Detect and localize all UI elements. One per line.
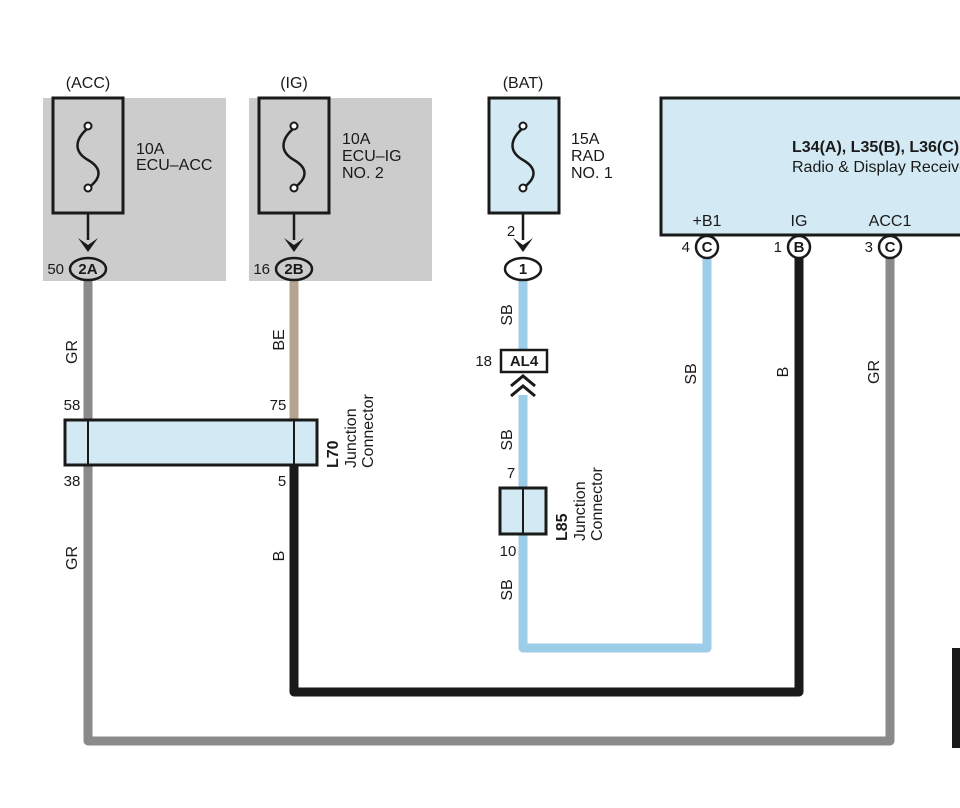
l70-pin-75: 75 [270, 397, 287, 414]
terminal-acc1-pin: 3 [865, 239, 873, 256]
wire-label-acc-upper: GR [64, 340, 81, 364]
junction-connector-l70: 58 75 38 5 L70 Junction Connector [63, 394, 377, 490]
receiver-name: Radio & Display Receiver [792, 159, 960, 176]
fuse-acc-amp: 10A [136, 141, 165, 158]
terminal-ig-connector: B [794, 239, 805, 256]
wire-label-bat-mid: SB [499, 429, 516, 450]
wire-gr-acc1 [83, 258, 895, 746]
l70-pin-5: 5 [278, 473, 286, 490]
l85-code: L85 [554, 513, 571, 541]
fuse-bat-pin: 2 [507, 223, 515, 240]
terminal-b1-pin: 4 [682, 239, 690, 256]
l85-name-2: Connector [589, 467, 606, 541]
al4-pin: 18 [475, 353, 492, 370]
l85-pin-7: 7 [507, 465, 515, 482]
wire-sb-b1 [518, 258, 712, 653]
terminal-ig-label: IG [791, 213, 808, 230]
fuse-acc: (ACC) 10A ECU–ACC 2A 50 [43, 75, 226, 282]
terminal-acc1-connector: C [885, 239, 896, 256]
fuse-acc-name: ECU–ACC [136, 157, 212, 174]
inline-connector-al4: AL4 18 [475, 348, 549, 398]
wire-label-ig: B [775, 367, 792, 378]
wire-label-bat-lower: SB [499, 579, 516, 600]
wire-label-ig-upper: BE [271, 329, 288, 350]
wire-label-acc-lower: GR [64, 546, 81, 570]
wire-b-ig [289, 258, 804, 697]
fuse-bat-name: RAD [571, 148, 605, 165]
fuse-bat-name-2: NO. 1 [571, 165, 613, 182]
terminal-acc1-label: ACC1 [869, 213, 912, 230]
fuse-ig-connector: 2B [284, 261, 303, 278]
fuse-ig-amp: 10A [342, 131, 371, 148]
fuse-acc-pin: 50 [47, 261, 64, 278]
fuse-ig: (IG) 10A ECU–IG NO. 2 2B 16 [249, 75, 432, 282]
radio-display-receiver: L34(A), L35(B), L36(C) Radio & Display R… [659, 96, 960, 260]
receiver-code: L34(A), L35(B), L36(C) [792, 139, 959, 156]
wire-label-bat-upper: SB [499, 304, 516, 325]
wire-label-ig-lower: B [271, 551, 288, 562]
fuse-ig-name-2: NO. 2 [342, 165, 384, 182]
fuse-ig-pin: 16 [253, 261, 270, 278]
junction-connector-l85: 7 10 L85 Junction Connector [498, 465, 606, 560]
fuse-ig-name: ECU–IG [342, 148, 402, 165]
fuse-bat-circuit: (BAT) [503, 75, 544, 92]
al4-label: AL4 [510, 353, 539, 370]
l70-pin-38: 38 [64, 473, 81, 490]
terminal-ig-pin: 1 [774, 239, 782, 256]
fuse-bat: (BAT) 15A RAD NO. 1 1 2 [487, 75, 613, 282]
l70-code: L70 [325, 440, 342, 468]
fuse-bat-amp: 15A [571, 131, 600, 148]
l70-pin-58: 58 [64, 397, 81, 414]
fuse-ig-circuit: (IG) [280, 75, 308, 92]
terminal-b1-connector: C [702, 239, 713, 256]
page-edge-marker [952, 648, 960, 748]
terminal-b1-label: +B1 [693, 213, 722, 230]
l85-pin-10: 10 [500, 543, 517, 560]
fuse-acc-connector: 2A [78, 261, 97, 278]
l85-name-1: Junction [572, 481, 589, 541]
wire-label-b1: SB [683, 363, 700, 384]
fuse-acc-circuit: (ACC) [66, 75, 110, 92]
l70-name-1: Junction [343, 408, 360, 468]
l70-name-2: Connector [360, 394, 377, 468]
fuse-bat-connector: 1 [519, 261, 527, 278]
wire-label-acc1: GR [866, 360, 883, 384]
